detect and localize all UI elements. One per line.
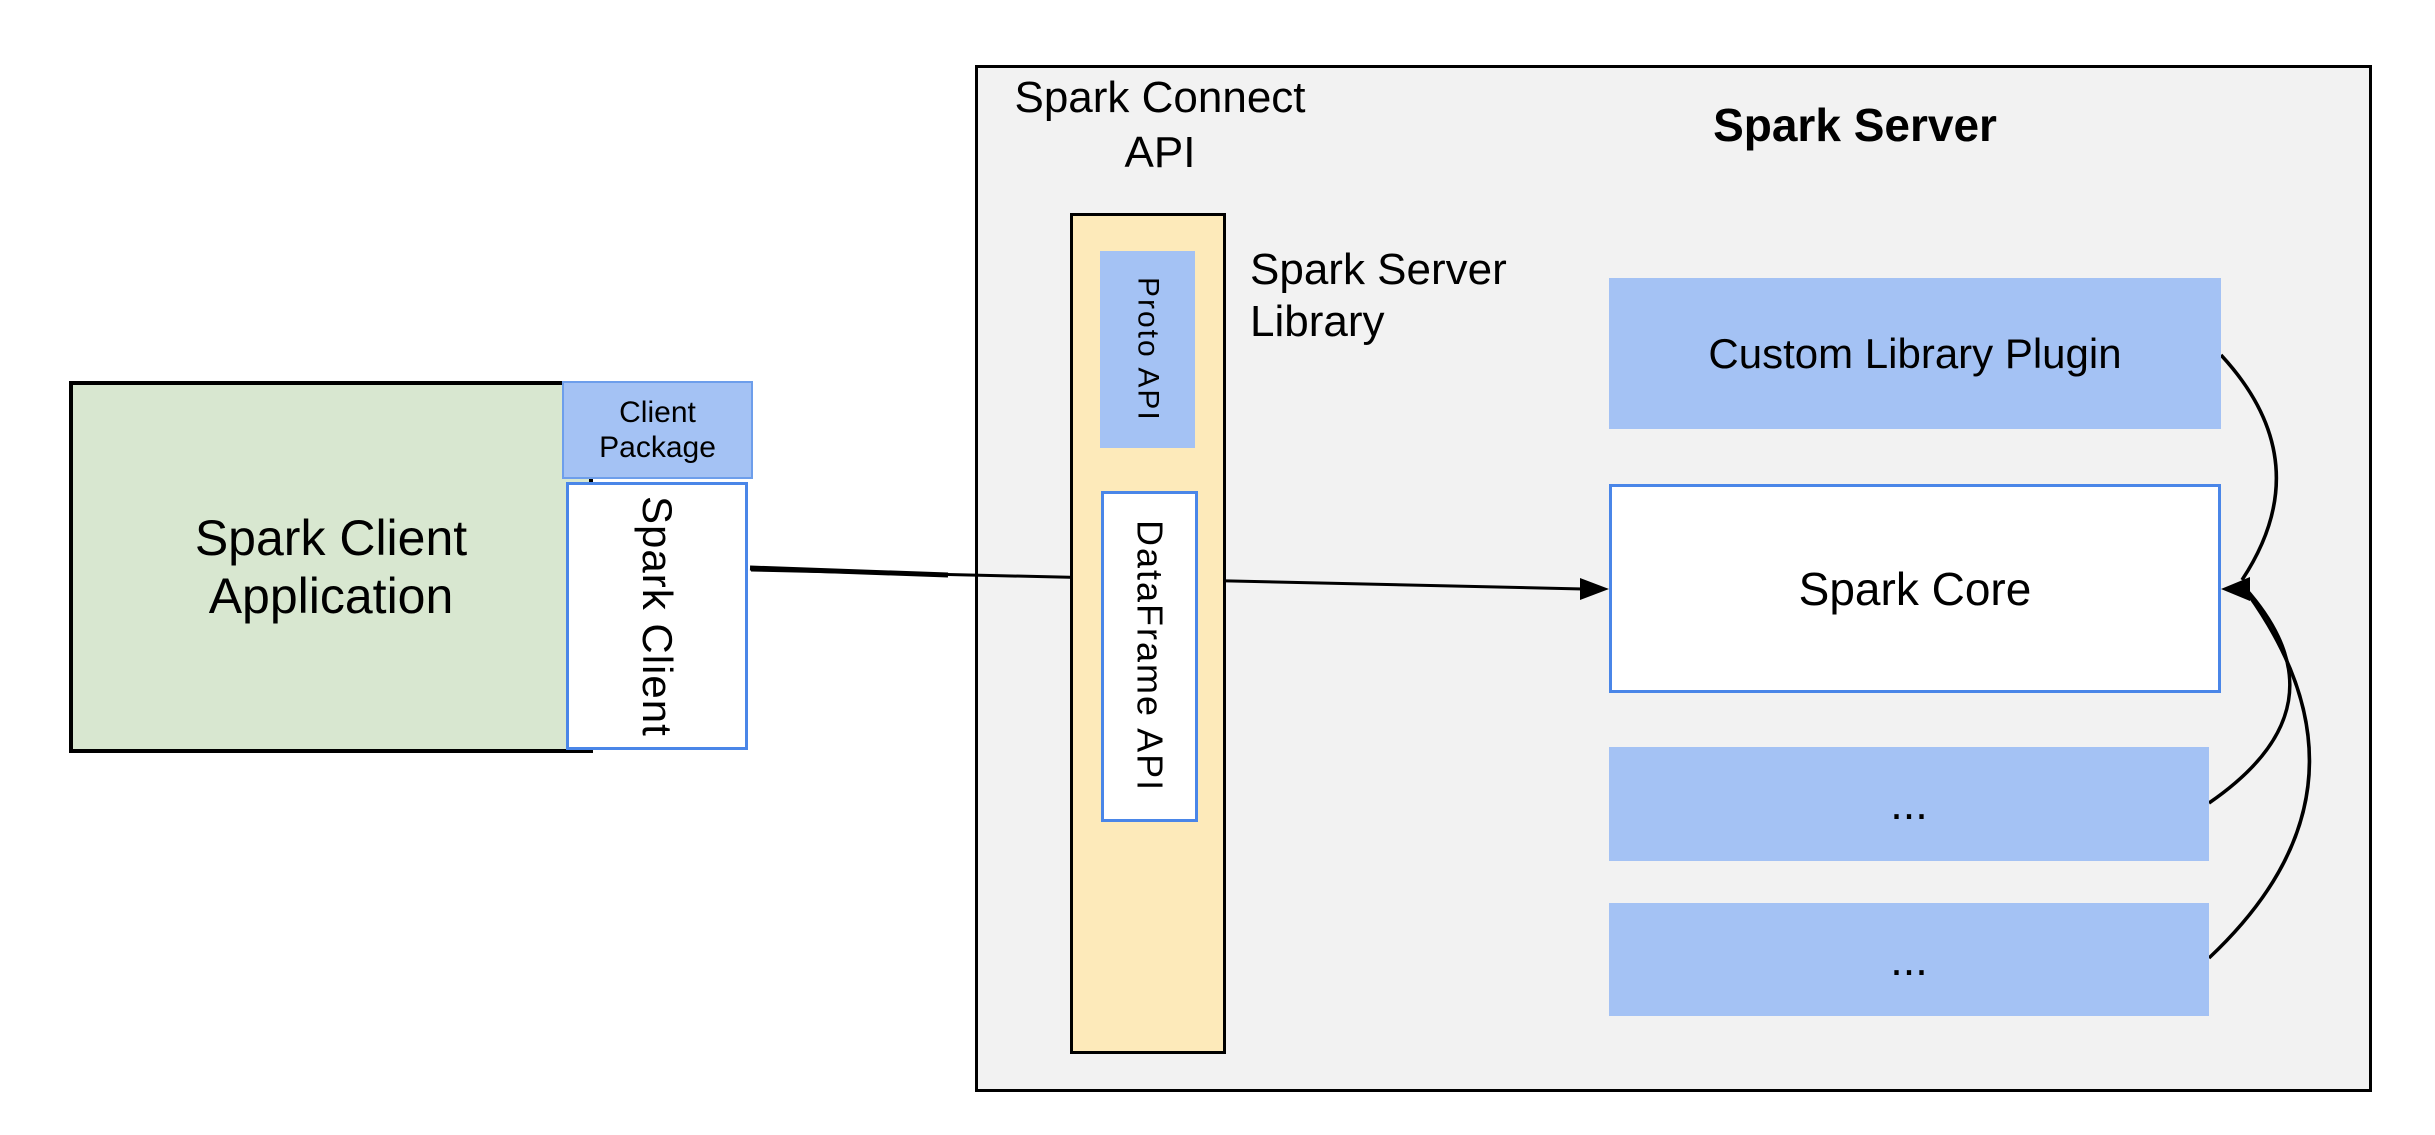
proto-api-label: Proto API <box>1131 277 1165 422</box>
dataframe-api-box: DataFrame API <box>1101 491 1198 822</box>
ellipsis-label-2: ... <box>1890 933 1928 985</box>
spark-connect-api-title: Spark Connect API <box>1000 70 1320 180</box>
spark-core-box: Spark Core <box>1609 484 2221 693</box>
client-package-box: Client Package <box>562 381 753 479</box>
spark-client-box: Spark Client <box>566 482 748 750</box>
proto-api-box: Proto API <box>1100 251 1195 448</box>
spark-core-label: Spark Core <box>1798 562 2032 615</box>
spark-client-application-label-line1: Spark Client <box>194 510 468 566</box>
spark-client-application-box: Spark Client Application <box>69 381 593 753</box>
custom-library-plugin-label: Custom Library Plugin <box>1708 329 2122 377</box>
ellipsis-box-2: ... <box>1609 903 2209 1016</box>
ellipsis-label-1: ... <box>1890 778 1928 829</box>
ellipsis-box-1: ... <box>1609 747 2209 861</box>
client-package-label-line1: Client <box>619 396 696 429</box>
spark-server-library-label: Spark Server Library <box>1250 244 1580 348</box>
spark-client-application-label-line2: Application <box>208 568 454 624</box>
spark-client-label: Spark Client <box>634 495 681 737</box>
spark-server-library-label-line1: Spark Server <box>1250 245 1507 294</box>
spark-server-library-label-line2: Library <box>1250 297 1385 346</box>
spark-connect-api-title-line1: Spark Connect <box>1014 73 1306 122</box>
client-package-label-line2: Package <box>599 431 716 464</box>
custom-library-plugin-box: Custom Library Plugin <box>1609 278 2221 429</box>
spark-connect-api-title-line2: API <box>1124 128 1196 177</box>
spark-server-title: Spark Server <box>1713 99 1997 151</box>
dataframe-api-label: DataFrame API <box>1129 520 1171 793</box>
client-to-core-arrow-segment <box>749 565 949 578</box>
